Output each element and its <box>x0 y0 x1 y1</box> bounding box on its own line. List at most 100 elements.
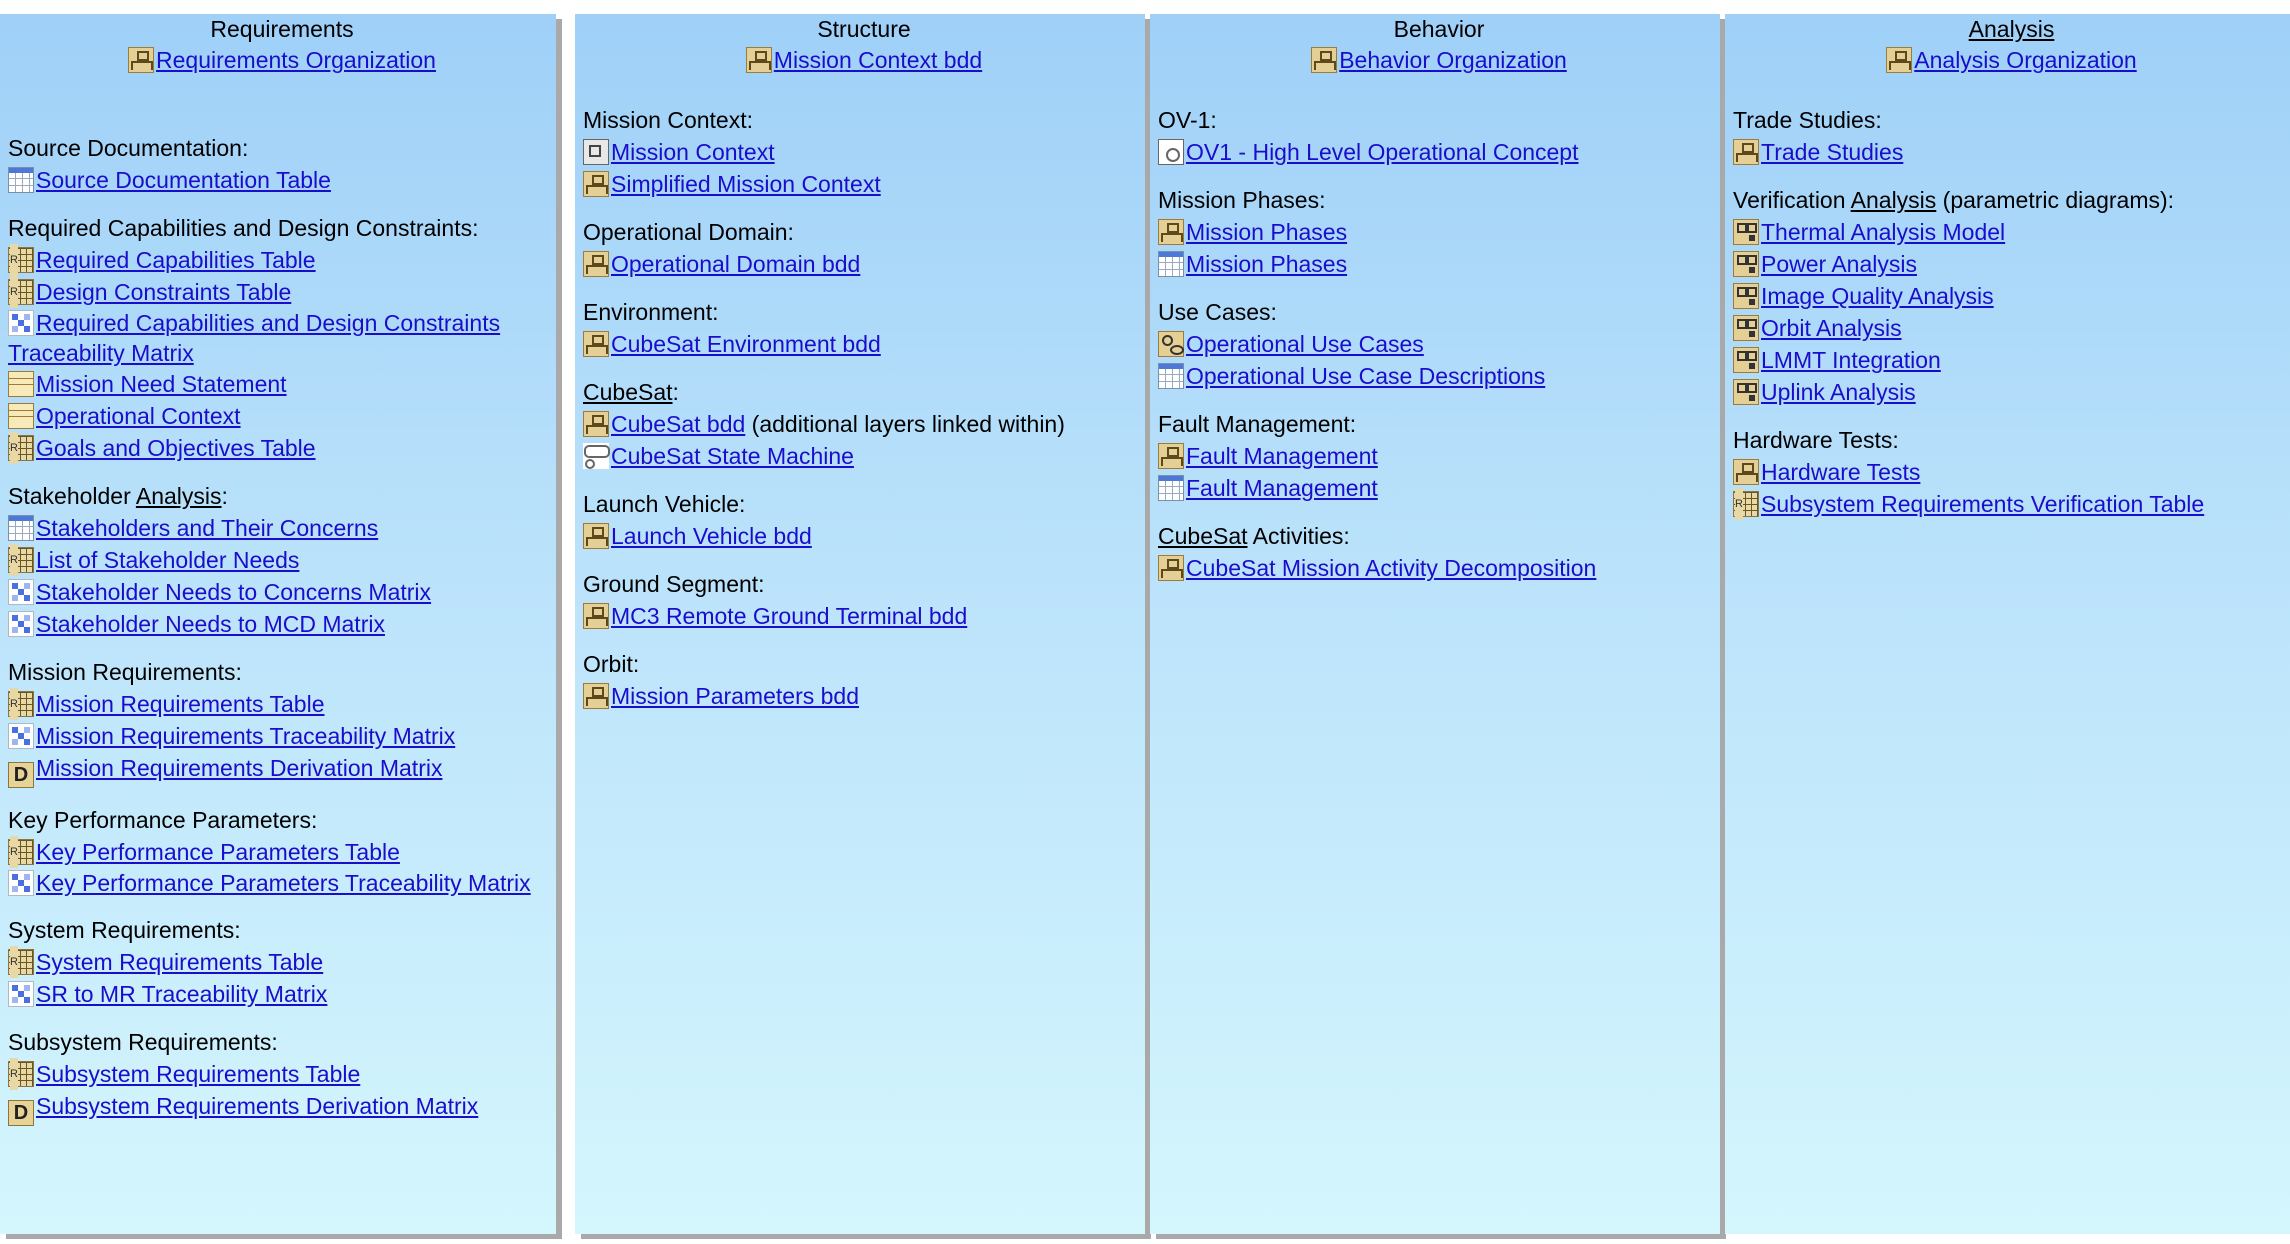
diagram-link[interactable]: Orbit Analysis <box>1761 315 1902 341</box>
diagram-link[interactable]: Source Documentation Table <box>36 167 331 193</box>
diagram-link[interactable]: Required Capabilities and Design Constra… <box>8 310 501 366</box>
diagram-link[interactable]: Stakeholders and Their Concerns <box>36 515 379 541</box>
diagram-link[interactable]: Power Analysis <box>1761 251 1917 277</box>
diagram-link[interactable]: Mission Phases <box>1186 251 1348 277</box>
diagram-link[interactable]: Trade Studies <box>1761 139 1904 165</box>
diagram-link-item: List of Stakeholder Needs <box>8 544 556 576</box>
structure-title: Structure <box>583 14 1145 44</box>
diagram-link[interactable]: Design Constraints Table <box>36 279 292 305</box>
section-label: Subsystem Requirements: <box>8 1026 556 1058</box>
diagram-link[interactable]: Mission Need Statement <box>36 371 287 397</box>
bdd-icon <box>128 47 154 73</box>
diagram-link[interactable]: Mission Requirements Traceability Matrix <box>36 723 456 749</box>
section-label-text: Stakeholder <box>8 483 136 509</box>
section-label: Mission Context: <box>583 104 1145 136</box>
diagram-link-item: Required Capabilities and Design Constra… <box>8 308 543 368</box>
diagram-link[interactable]: Operational Use Case Descriptions <box>1186 363 1546 389</box>
section-label: Ground Segment: <box>583 568 1145 600</box>
diagram-link[interactable]: Launch Vehicle bdd <box>611 523 812 549</box>
diagram-link[interactable]: Fault Management <box>1186 443 1378 469</box>
section-label-underlined: Analysis <box>1850 187 1937 213</box>
spacer <box>1733 76 2290 104</box>
requirement-table-icon <box>8 432 34 464</box>
diagram-link[interactable]: Required Capabilities Table <box>36 247 316 273</box>
diagram-link-item: MC3 Remote Ground Terminal bdd <box>583 600 1145 632</box>
section-label: Mission Requirements: <box>8 656 556 688</box>
diagram-link[interactable]: Stakeholder Needs to Concerns Matrix <box>36 579 432 605</box>
section-label-text: Orbit: <box>583 651 640 677</box>
text-icon <box>8 371 34 397</box>
diagram-link[interactable]: Subsystem Requirements Verification Tabl… <box>1761 491 2205 517</box>
table-icon <box>1158 475 1184 501</box>
diagram-link-item: CubeSat bdd (additional layers linked wi… <box>583 408 1145 440</box>
diagram-link[interactable]: LMMT Integration <box>1761 347 1941 373</box>
diagram-link[interactable]: Goals and Objectives Table <box>36 435 316 461</box>
section-label: Stakeholder Analysis: <box>8 480 556 512</box>
diagram-link[interactable]: Key Performance Parameters Traceability … <box>36 870 531 896</box>
diagram-link-item: Key Performance Parameters Table <box>8 836 556 868</box>
diagram-link[interactable]: CubeSat Environment bdd <box>611 331 881 357</box>
diagram-link[interactable]: CubeSat Mission Activity Decomposition <box>1186 555 1597 581</box>
diagram-link-item: Stakeholders and Their Concerns <box>8 512 556 544</box>
diagram-link[interactable]: MC3 Remote Ground Terminal bdd <box>611 603 968 629</box>
diagram-link[interactable]: Subsystem Requirements Derivation Matrix <box>36 1093 479 1119</box>
diagram-link[interactable]: Subsystem Requirements Table <box>36 1061 361 1087</box>
section-gap <box>8 196 556 212</box>
diagram-link-item: Mission Need Statement <box>8 368 556 400</box>
structure-top-link[interactable]: Mission Context bdd <box>773 47 983 73</box>
column-title-text: Analysis <box>1968 16 2055 42</box>
requirement-table-icon <box>8 688 34 720</box>
section-label-underlined: Analysis <box>135 483 222 509</box>
section-label: Key Performance Parameters: <box>8 804 556 836</box>
diagram-link[interactable]: Operational Use Cases <box>1186 331 1424 357</box>
diagram-link[interactable]: Simplified Mission Context <box>611 171 881 197</box>
diagram-link[interactable]: SR to MR Traceability Matrix <box>36 981 328 1007</box>
section-label-text: : <box>221 483 228 509</box>
diagram-link[interactable]: Operational Domain bdd <box>611 251 861 277</box>
section-gap <box>1733 168 2290 184</box>
diagram-link[interactable]: Hardware Tests <box>1761 459 1921 485</box>
diagram-link[interactable]: Mission Requirements Table <box>36 691 325 717</box>
diagram-link[interactable]: Key Performance Parameters Table <box>36 839 400 865</box>
section-label-text: Trade Studies: <box>1733 107 1882 133</box>
column-title-text: Behavior <box>1393 16 1485 42</box>
diagram-link[interactable]: Thermal Analysis Model <box>1761 219 2006 245</box>
bdd-icon <box>583 331 609 357</box>
diagram-link[interactable]: Mission Requirements Derivation Matrix <box>36 755 443 781</box>
diagram-link[interactable]: Operational Context <box>36 403 241 429</box>
bdd-icon <box>1158 443 1184 469</box>
diagram-link[interactable]: Uplink Analysis <box>1761 379 1916 405</box>
diagram-link[interactable]: Mission Phases <box>1186 219 1348 245</box>
diagram-link[interactable]: Fault Management <box>1186 475 1378 501</box>
analysis-top-link[interactable]: Analysis Organization <box>1914 47 2137 73</box>
diagram-link[interactable]: Stakeholder Needs to MCD Matrix <box>36 611 385 637</box>
spacer <box>1158 76 1720 104</box>
diagram-link[interactable]: Image Quality Analysis <box>1761 283 1994 309</box>
table-icon <box>1158 363 1184 389</box>
section-label: Environment: <box>583 296 1145 328</box>
requirements-title: Requirements <box>8 14 556 44</box>
section-label-underlined: CubeSat <box>1158 523 1248 549</box>
diagram-link[interactable]: System Requirements Table <box>36 949 324 975</box>
bdd-icon <box>1733 459 1759 485</box>
table-icon <box>8 515 34 541</box>
diagram-link[interactable]: OV1 - High Level Operational Concept <box>1186 139 1579 165</box>
diagram-link[interactable]: Mission Parameters bdd <box>611 683 859 709</box>
section-label-text: Launch Vehicle: <box>583 491 746 517</box>
section-label-text: System Requirements: <box>8 917 241 943</box>
diagram-link[interactable]: List of Stakeholder Needs <box>36 547 300 573</box>
diagram-link-item: Subsystem Requirements Table <box>8 1058 556 1090</box>
requirement-table-icon <box>1733 488 1759 520</box>
section-label-text: Subsystem Requirements: <box>8 1029 278 1055</box>
requirements-top-link[interactable]: Requirements Organization <box>156 47 436 73</box>
section-gap <box>8 898 556 914</box>
behavior-top-link[interactable]: Behavior Organization <box>1339 47 1567 73</box>
diagram-link[interactable]: CubeSat bdd <box>611 411 746 437</box>
bdd-icon <box>1886 47 1913 73</box>
diagram-link[interactable]: Mission Context <box>611 139 775 165</box>
diagram-link-item: Image Quality Analysis <box>1733 280 2290 312</box>
diagram-link[interactable]: CubeSat State Machine <box>611 443 854 469</box>
diagram-link-item: Subsystem Requirements Verification Tabl… <box>1733 488 2290 520</box>
